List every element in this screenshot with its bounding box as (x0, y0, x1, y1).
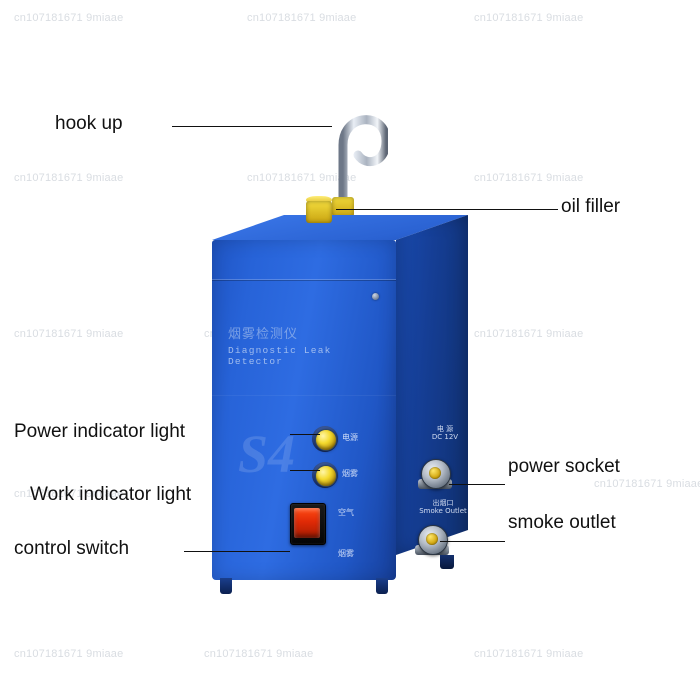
smoke-outlet-pin (426, 533, 438, 545)
callout-label-oil-filler: oil filler (561, 196, 621, 217)
power-socket-pin (429, 467, 441, 479)
device-foot (440, 555, 454, 569)
hook-screw (332, 197, 354, 217)
device-foot (220, 578, 232, 594)
work-lamp-label: 烟雾 (342, 469, 358, 478)
callout-label-work-indicator-light: Work indicator light (30, 484, 192, 505)
brand-name-cn: 烟雾检测仪 (228, 327, 299, 342)
smoke-label: 烟雾 (338, 549, 354, 558)
callout-leader-smoke-outlet (440, 541, 505, 542)
watermark-text: cn107181671 9miaae (474, 12, 584, 24)
callout-leader-oil-filler (336, 209, 558, 210)
device-foot (376, 578, 388, 594)
smoke-outlet-label-line2: Smoke Outlet (419, 507, 467, 515)
hanging-hook (308, 93, 391, 223)
panel-screw (372, 293, 379, 300)
control-switch[interactable] (294, 508, 320, 538)
callout-label-control-switch: control switch (14, 538, 130, 559)
work-indicator-light[interactable] (315, 465, 337, 487)
oil-filler-cap-top (306, 196, 332, 204)
air-label: 空气 (338, 508, 354, 517)
callout-leader-hook-up (172, 126, 332, 127)
callout-label-smoke-outlet: smoke outlet (508, 512, 616, 533)
power-socket-label-line2: DC 12V (431, 433, 459, 441)
watermark-text: cn107181671 9miaae (14, 172, 124, 184)
smoke-outlet-label-line1: 出烟口 (432, 499, 454, 507)
brand-name-en: Diagnostic Leak Detector (228, 345, 332, 367)
watermark-text: cn107181671 9miaae (14, 328, 124, 340)
watermark-text: cn107181671 9miaae (204, 648, 314, 660)
watermark-text: cn107181671 9miaae (474, 328, 584, 340)
callout-leader-power-indicator-light (290, 434, 320, 435)
callout-leader-power-socket (449, 484, 505, 485)
watermark-text: cn107181671 9miaae (14, 12, 124, 24)
callout-leader-work-indicator-light (290, 470, 320, 471)
panel-seam (212, 279, 396, 280)
callout-label-hook-up: hook up (55, 113, 123, 134)
panel-seam (212, 395, 396, 396)
callout-leader-control-switch (184, 551, 290, 552)
device-side-face (396, 215, 468, 555)
callout-label-power-socket: power socket (508, 456, 620, 477)
watermark-text: cn107181671 9miaae (474, 648, 584, 660)
power-indicator-light[interactable] (315, 429, 337, 451)
power-socket-label-line1: 电 源 (436, 425, 454, 433)
panel-seam-shadow (212, 280, 396, 281)
model-mark: S4 (238, 424, 296, 484)
oil-filler-cap (306, 201, 332, 223)
watermark-text: cn107181671 9miaae (247, 12, 357, 24)
watermark-text: cn107181671 9miaae (474, 172, 584, 184)
power-lamp-label: 电源 (342, 433, 358, 442)
watermark-text: cn107181671 9miaae (594, 478, 700, 490)
watermark-text: cn107181671 9miaae (14, 648, 124, 660)
callout-label-power-indicator-light: Power indicator light (14, 421, 186, 442)
smoke-leak-detector-device: 烟雾检测仪 Diagnostic Leak Detector S4 电源 烟雾 … (190, 115, 480, 594)
